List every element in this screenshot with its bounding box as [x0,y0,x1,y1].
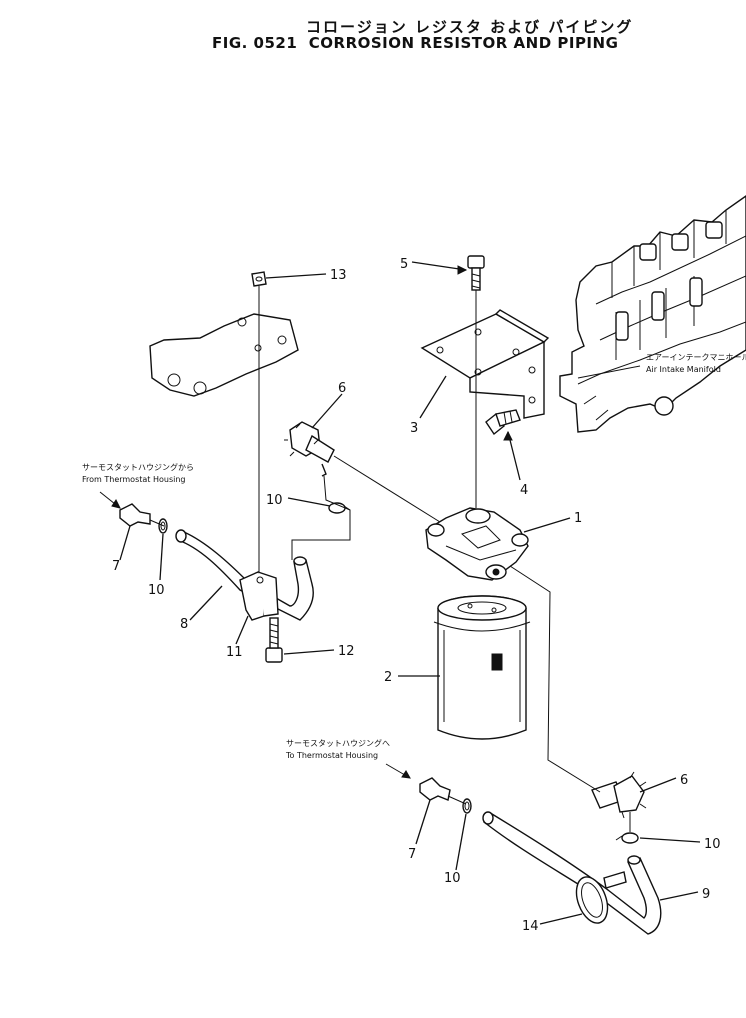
manifold-label-en: Air Intake Manifold [646,365,721,374]
part-7-connector-upper [119,503,151,527]
title-japanese: コロージョン レジスタ および パイピング [306,18,634,36]
callout-10-d: 10 [704,837,721,852]
callout-5: 5 [400,257,408,272]
callout-3: 3 [410,421,418,436]
figure-number: FIG. 0521 [212,34,298,52]
part-10-clamp-b [158,518,168,534]
engine-bracket-plate [149,313,299,397]
callout-13: 13 [330,268,347,283]
part-6-connector-lower [591,771,647,819]
leader-lines [119,261,701,925]
callout-9: 9 [702,887,710,902]
to-housing-label-jp: サーモスタットハウジングへ [286,738,390,748]
title-english: FIG. 0521 CORROSION RESISTOR AND PIPING [212,34,618,52]
callout-4: 4 [520,483,528,498]
part-7-connector-lower [419,777,451,801]
part-10-clamp-c [462,798,472,814]
part-11-clamp-bracket [239,571,279,621]
part-10-clamp-a [328,502,351,514]
callout-12: 12 [338,644,355,659]
figure-title: CORROSION RESISTOR AND PIPING [308,34,619,52]
part-6-connector-upper [284,421,335,477]
callout-6-upper: 6 [338,381,346,396]
part-13-nut [251,271,267,287]
callout-10-c: 10 [444,871,461,886]
part-9-hose-lower [482,811,662,935]
callout-10-b: 10 [148,583,165,598]
callout-2: 2 [384,670,392,685]
part-2-filter-element [433,595,531,740]
callout-7-upper: 7 [112,559,120,574]
manifold-label: エアーインテークマニホールド Air Intake Manifold [646,353,746,374]
part-14-hose-clamp [575,871,627,924]
part-8-hose-upper [175,529,314,621]
air-intake-manifold [559,195,746,433]
manifold-label-jp: エアーインテークマニホールド [646,353,746,362]
part-10-clamp-d [615,832,639,844]
part-12-bolt [265,617,283,663]
assembly-lines [149,286,631,832]
to-housing-label-en: To Thermostat Housing [285,751,378,760]
callout-1: 1 [574,511,582,526]
callout-14: 14 [522,919,539,934]
part-4-bolt [485,409,521,436]
from-housing-label-en: From Thermostat Housing [82,475,185,484]
callout-8: 8 [180,617,188,632]
callout-6-lower: 6 [680,773,688,788]
part-5-bolt [467,255,485,291]
part-3-mounting-bracket [420,309,550,419]
part-1-resistor-head [425,507,529,581]
callout-11: 11 [226,645,243,660]
callout-10-a: 10 [266,493,283,508]
from-housing-label-jp: サーモスタットハウジングから [82,462,194,472]
flow-arrows [99,491,411,779]
callout-7-lower: 7 [408,847,416,862]
